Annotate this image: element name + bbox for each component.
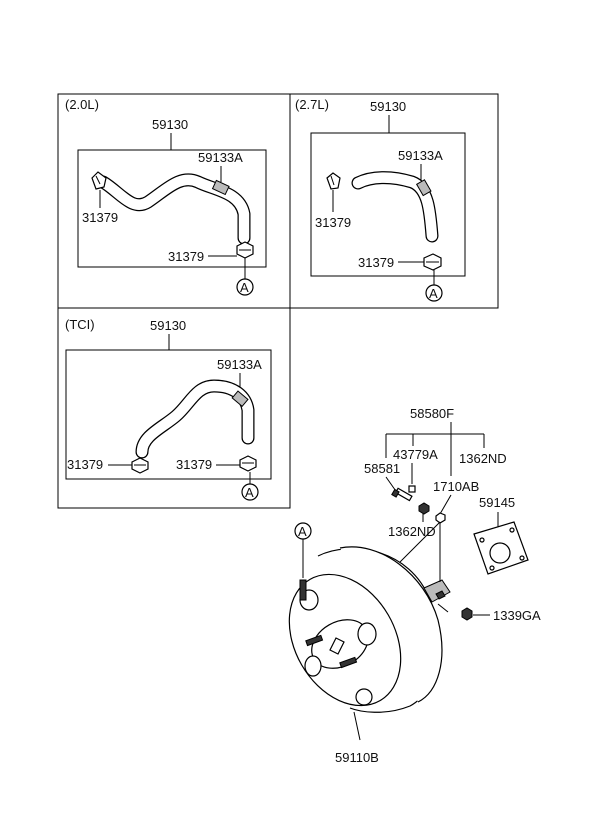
connector-a-icon: A: [241, 483, 259, 501]
fitting-label: 1710AB: [433, 479, 479, 494]
hose-label-2-7l: 59130: [370, 99, 406, 114]
mount-nut-label: 1339GA: [493, 608, 541, 623]
clamp-label-right-2-0l: 31379: [168, 249, 204, 264]
svg-text:A: A: [298, 524, 307, 539]
clamp-label-left-tci: 31379: [67, 457, 103, 472]
variant-label-2-7l: (2.7L): [295, 97, 329, 112]
clamp-label-left-2-0l: 31379: [82, 210, 118, 225]
clamp-label-right-2-7l: 31379: [358, 255, 394, 270]
grommet-label: 43779A: [393, 447, 438, 462]
brake-booster-icon: [288, 546, 451, 713]
valve-pin-icon: [391, 487, 413, 502]
variant-label-tci: (TCI): [65, 317, 95, 332]
booster-section: 58580F 43779A 1362ND 58581 1710AB 59145 …: [288, 406, 541, 765]
panel-tci: (TCI) 59130 59133A 31379 31379 A: [65, 317, 262, 501]
panel-2-7l: (2.7L) 59130 59133A 31379 31379 A: [295, 97, 443, 302]
nut-top-label: 1362ND: [459, 451, 507, 466]
hose-label-tci: 59130: [150, 318, 186, 333]
svg-text:A: A: [245, 485, 254, 500]
hose-2-7l: [351, 171, 439, 243]
connector-a-icon: A: [425, 284, 443, 302]
nut-icon: [418, 502, 430, 515]
hose-end-label-2-0l: 59133A: [198, 150, 243, 165]
gasket-icon: [473, 521, 529, 575]
connector-a-icon: A: [294, 522, 312, 540]
panel-2-0l: (2.0L) 59130 59133A 31379 31379 A: [65, 97, 254, 296]
grommet-icon: [408, 485, 416, 493]
clamp-icon: [239, 455, 257, 472]
clamp-icon: [91, 171, 107, 190]
fitting-icon: [435, 512, 446, 524]
panel-frames: [57, 93, 499, 509]
connector-a-icon: A: [236, 278, 254, 296]
nut-bottom-label: 1362ND: [388, 524, 436, 539]
hose-tci: [135, 379, 255, 459]
clamp-icon: [326, 172, 341, 190]
mount-nut-icon: [461, 607, 473, 621]
hose-2-0l: [96, 173, 251, 245]
check-valve-kit-label: 58580F: [410, 406, 454, 421]
variant-label-2-0l: (2.0L): [65, 97, 99, 112]
booster-assy-label: 59110B: [335, 750, 379, 765]
clamp-label-left-2-7l: 31379: [315, 215, 351, 230]
hose-label-2-0l: 59130: [152, 117, 188, 132]
clamp-icon: [423, 253, 442, 271]
clamp-icon: [236, 241, 254, 259]
svg-text:A: A: [240, 280, 249, 295]
clamp-label-right-tci: 31379: [176, 457, 212, 472]
hose-end-label-2-7l: 59133A: [398, 148, 443, 163]
clamp-icon: [131, 457, 149, 474]
gasket-label: 59145: [479, 495, 515, 510]
valve-label: 58581: [364, 461, 400, 476]
svg-text:A: A: [429, 286, 438, 301]
hose-end-label-tci: 59133A: [217, 357, 262, 372]
